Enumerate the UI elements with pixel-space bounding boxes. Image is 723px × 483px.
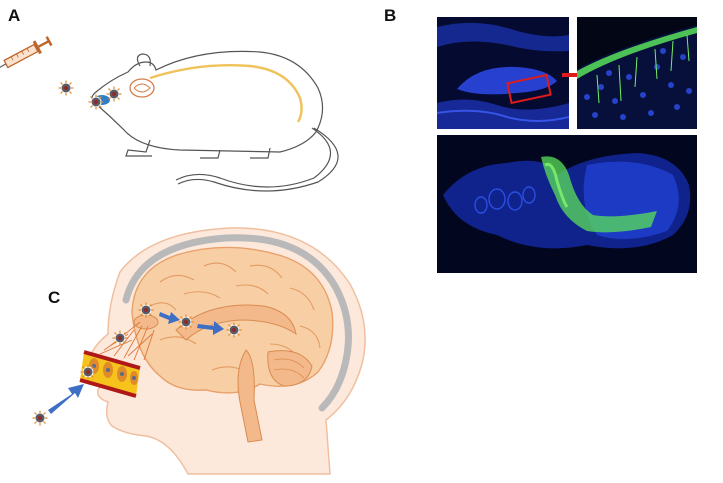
skull: [122, 234, 352, 412]
arrow-icon: [197, 321, 224, 335]
nanoparticle-icon: [137, 301, 155, 319]
nanoparticle-icon: [31, 409, 49, 427]
micrograph-neurons-zoom: [577, 17, 697, 129]
syringe-icon: [0, 36, 53, 71]
arrow-icon: [159, 312, 180, 324]
panel-label-a: A: [8, 6, 21, 25]
highlight-box: [506, 73, 552, 105]
panel-label-b: B: [384, 6, 397, 25]
micrograph-olfactory-epithelium: [437, 17, 569, 129]
panel-label-c: C: [48, 288, 61, 307]
mouse-brain: [129, 78, 155, 98]
nanoparticle-icon: [111, 329, 129, 347]
brain-illustration: [131, 246, 334, 443]
mouse-outline: [91, 50, 339, 192]
spinal-cord: [149, 64, 303, 123]
micrograph-sagittal-brain: [437, 135, 697, 273]
arrow-icon: [48, 384, 84, 414]
olfactory-nerve-fibers: [99, 321, 155, 361]
nanoparticle-icon: [225, 321, 243, 339]
nanoparticle-icon: [177, 313, 195, 331]
nanoparticle-icon: [79, 363, 97, 381]
olfactory-epithelium: [79, 350, 141, 398]
